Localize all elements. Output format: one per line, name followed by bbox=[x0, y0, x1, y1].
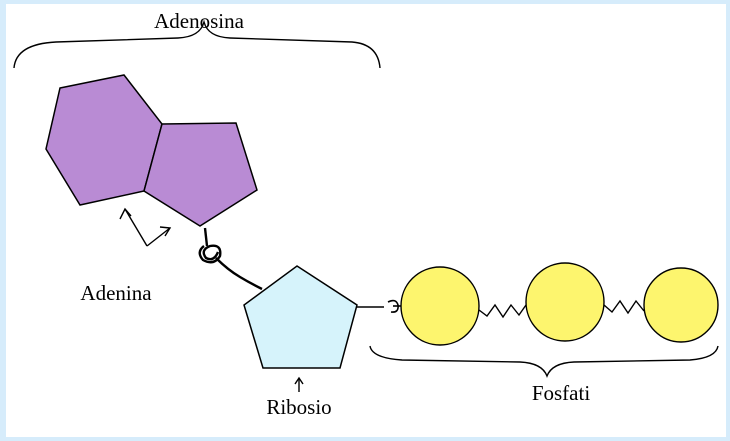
adenina-label: Adenina bbox=[80, 281, 152, 305]
adenina-arrows bbox=[119, 207, 172, 247]
adenine-hexagon bbox=[45, 74, 163, 206]
adenosina-label: Adenosina bbox=[154, 9, 244, 33]
ribose-pentagon bbox=[243, 265, 358, 369]
phosphoanhydride-bond-1 bbox=[478, 303, 527, 319]
adenine-pentagon bbox=[143, 122, 258, 227]
phosphate-circle-2 bbox=[525, 262, 605, 342]
fosfati-brace bbox=[369, 345, 719, 378]
phosphoanhydride-bond-2 bbox=[603, 299, 645, 315]
glycosidic-bond bbox=[198, 227, 263, 291]
ribosio-arrow bbox=[294, 376, 304, 392]
adenosina-brace bbox=[13, 19, 381, 69]
fosfati-label: Fosfati bbox=[532, 381, 591, 405]
phosphate-circle-1 bbox=[400, 266, 480, 346]
ribosio-label: Ribosio bbox=[266, 395, 331, 419]
phosphate-circle-3 bbox=[643, 267, 719, 343]
ester-bond bbox=[357, 299, 402, 313]
diagram-frame bbox=[6, 4, 726, 437]
